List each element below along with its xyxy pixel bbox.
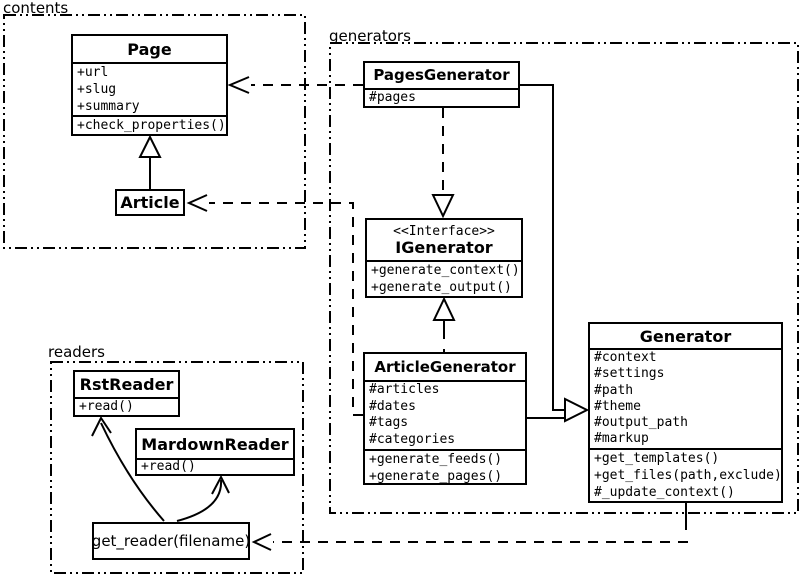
method: +generate_feeds() [369,452,503,467]
edge-getreader-to-rstreader [91,416,165,522]
class-generator-title: Generator [639,326,732,346]
class-page: Page +url +slug +summary +check_properti… [71,34,228,136]
class-mardownreader: MardownReader +read() [135,428,295,476]
class-igenerator: <<Interface>> IGenerator +generate_conte… [365,218,523,298]
method: +get_files(path,exclude) [594,468,781,483]
edge-articlegenerator-depends-article [186,194,363,416]
attribute: +slug [77,82,117,97]
edge-article-inherits-page [138,134,162,189]
attribute: #theme [594,398,641,414]
class-page-title: Page [127,39,172,59]
contents-package-label: contents [3,0,69,17]
method: +check_properties() [77,118,226,133]
method: +read() [141,459,196,474]
method: +generate_output() [371,280,512,295]
class-igenerator-name: IGenerator [395,237,493,257]
attribute: #categories [369,432,456,448]
class-page-attributes: +url +slug +summary [73,62,226,115]
class-pagesgenerator-title: PagesGenerator [373,66,510,84]
attribute: #settings [594,366,665,382]
class-rstreader-methods: +read() [75,397,178,415]
generators-package-border [329,42,799,514]
class-rstreader-title: RstReader [79,375,174,394]
readers-package-border [50,361,304,574]
attribute: +url [77,65,109,80]
attribute: #output_path [594,415,688,431]
method: +read() [79,399,134,414]
method: +generate_pages() [369,469,503,483]
edge-getreader-to-mardownreader [176,474,230,522]
attribute: #context [594,350,657,365]
contents-package-border [3,14,306,249]
class-igenerator-methods: +generate_context() +generate_output() [367,260,521,296]
get-reader-node: get_reader(filename) [92,522,250,560]
class-mardownreader-title: MardownReader [141,434,289,454]
method: #_update_context() [594,485,735,500]
interface-stereotype: <<Interface>> [393,223,495,239]
edge-generators-inherit-generator [520,84,590,423]
class-pagesgenerator-attributes: #pages [365,88,518,106]
class-articlegenerator-title: ArticleGenerator [374,357,516,376]
class-article: Article [115,189,185,216]
class-igenerator-title: <<Interface>> IGenerator [367,220,521,260]
edge-pagesgenerator-realizes-igenerator [431,108,455,219]
generators-package-label: generators [329,27,411,45]
edge-pagesgenerator-depends-page [227,76,363,94]
attribute: +summary [77,99,140,114]
class-rstreader: RstReader +read() [73,370,180,417]
edge-articlegenerator-realizes-igenerator [432,296,456,352]
class-articlegenerator-attributes: #articles #dates #tags #categories [365,380,525,449]
attribute: #articles [369,382,440,397]
class-page-methods: +check_properties() [73,115,226,134]
readers-package-label: readers [48,343,105,361]
attribute: #path [594,382,634,398]
class-pagesgenerator: PagesGenerator #pages [363,61,520,108]
class-article-title: Article [120,193,180,212]
method: +generate_context() [371,263,520,278]
class-generator-methods: +get_templates() +get_files(path,exclude… [590,448,781,501]
class-generator-attributes: #context #settings #path #theme #output_… [590,348,781,448]
attribute: #tags [369,415,409,431]
attribute: #dates [369,398,416,414]
class-articlegenerator: ArticleGenerator #articles #dates #tags … [363,352,527,485]
class-mardownreader-methods: +read() [137,458,293,474]
class-generator: Generator #context #settings #path #them… [588,322,783,503]
attribute: #markup [594,431,649,447]
method: +get_templates() [594,451,720,466]
edge-generator-depends-getreader [251,503,688,551]
class-articlegenerator-methods: +generate_feeds() +generate_pages() [365,449,525,483]
attribute: #pages [369,90,416,105]
